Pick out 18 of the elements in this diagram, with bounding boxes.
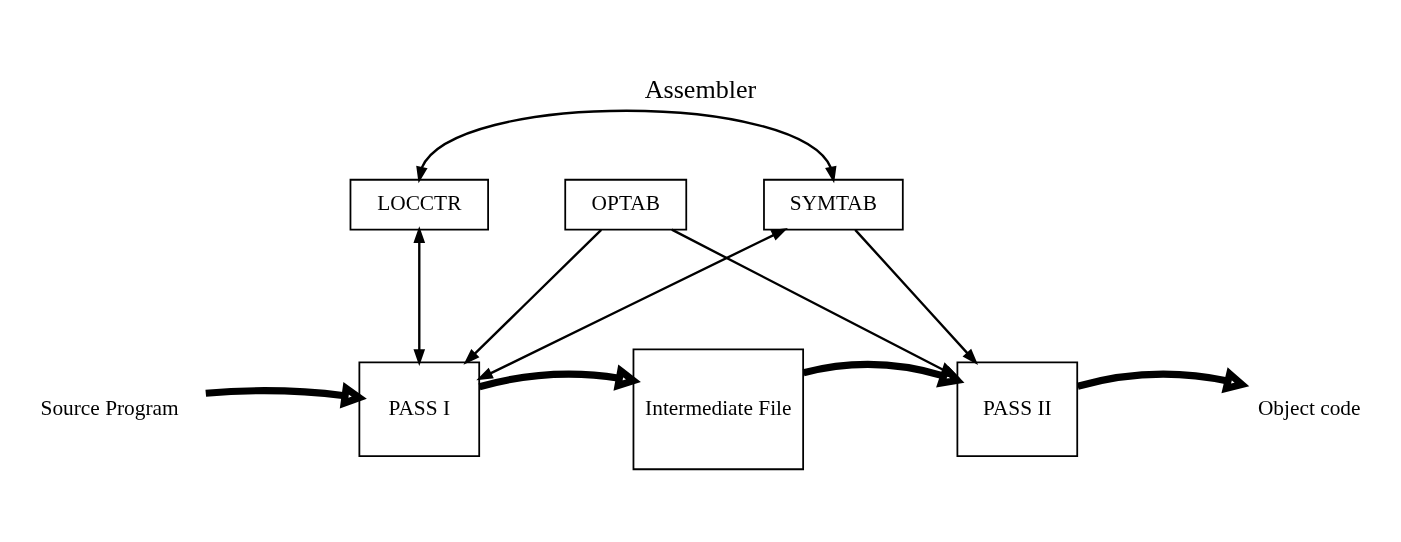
arrow <box>854 229 979 365</box>
node-text: Source Program <box>40 395 179 420</box>
node-box: LOCCTR <box>349 178 489 231</box>
arrow <box>802 360 965 388</box>
arrow <box>476 228 788 381</box>
node-box: SYMTAB <box>763 178 904 231</box>
arrow <box>413 226 426 366</box>
node-box: OPTAB <box>564 178 688 231</box>
arrow <box>463 229 603 365</box>
node-box: Intermediate File <box>632 348 805 471</box>
node-text: Object code <box>1257 395 1361 420</box>
diagram-title: Assembler <box>644 75 757 105</box>
arrow <box>478 364 641 391</box>
arrow <box>1076 367 1250 394</box>
node-box: PASS I <box>358 361 481 458</box>
node-box: PASS II <box>956 361 1079 458</box>
arrow <box>205 382 367 409</box>
arrow <box>416 109 837 184</box>
